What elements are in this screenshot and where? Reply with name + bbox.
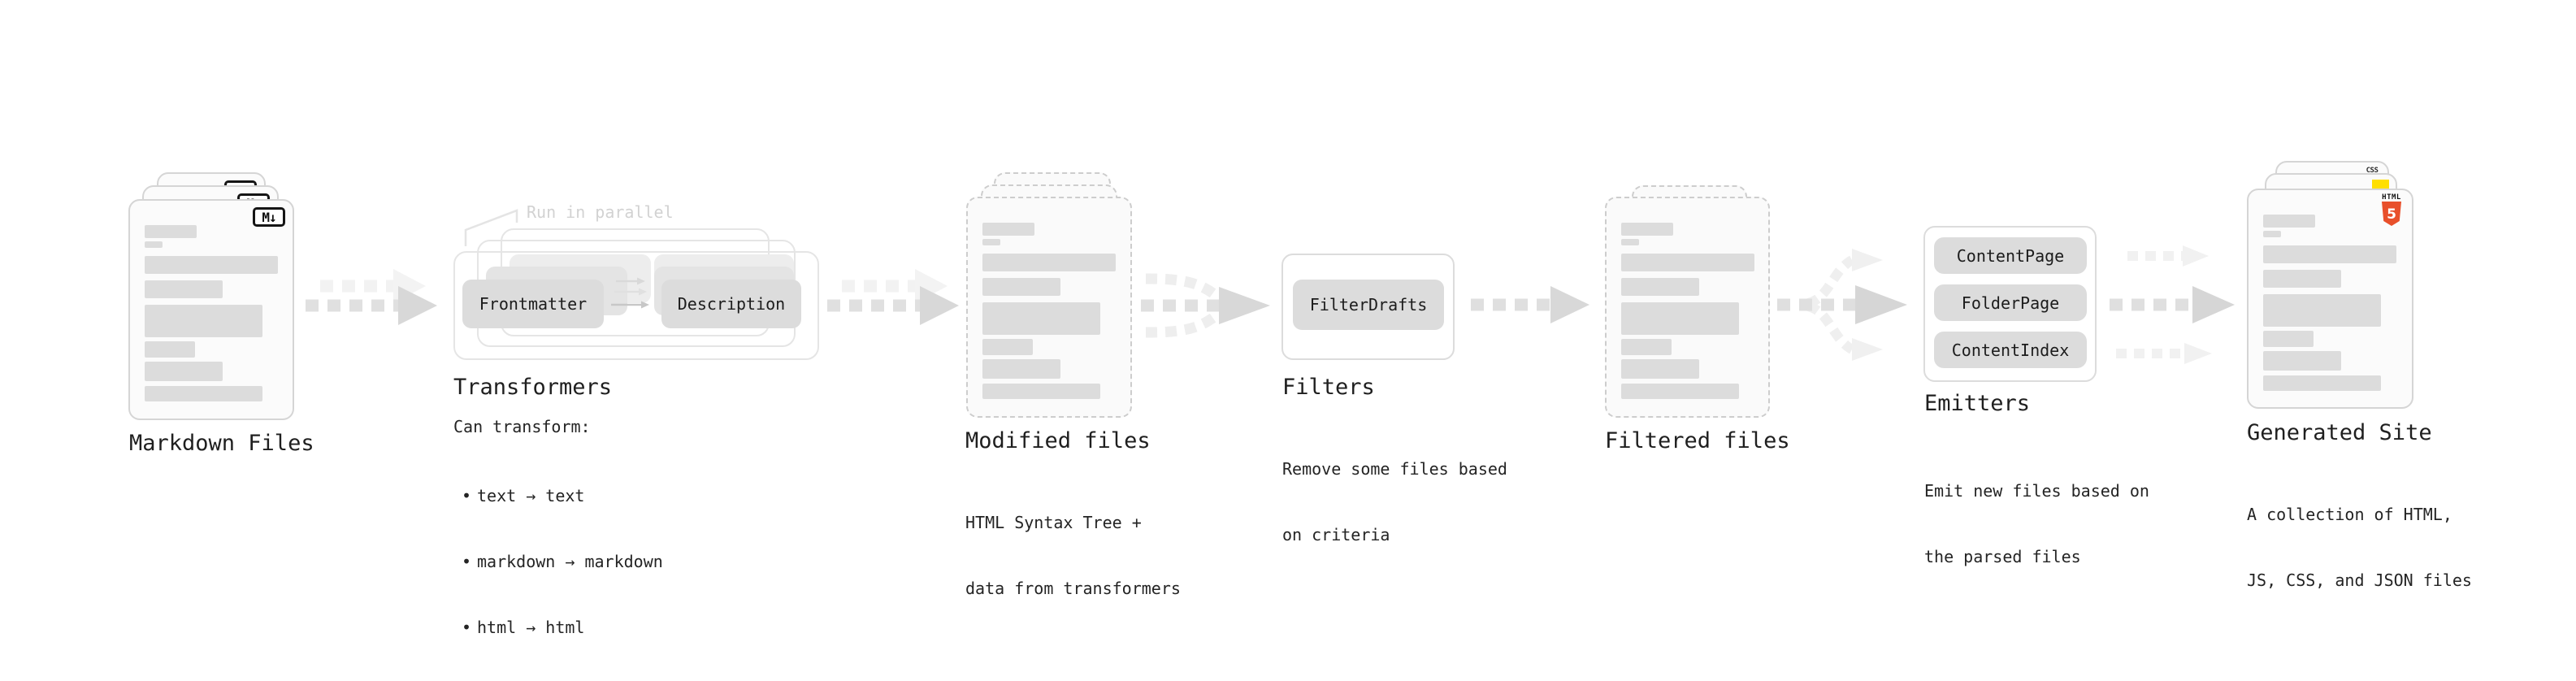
flow-arrow-filtered-to-emitters <box>1777 249 1907 361</box>
filtered-file-card-front <box>1605 197 1770 418</box>
text-line-placeholder <box>145 256 278 274</box>
emitters-title: Emitters <box>1924 391 2031 416</box>
filters-title: Filters <box>1282 375 1375 400</box>
text-line-placeholder <box>2263 351 2341 371</box>
text-line-placeholder <box>982 339 1033 355</box>
annotation-leader-line <box>464 209 518 246</box>
text-line-placeholder <box>2263 294 2381 327</box>
bullet-icon: • <box>462 618 472 637</box>
transformers-subtitle: Can transform: <box>453 417 591 436</box>
bullet-item: •html → html <box>462 618 585 637</box>
javascript-icon <box>2372 180 2389 189</box>
bullet-icon: • <box>462 552 472 571</box>
text-line-placeholder <box>2263 231 2281 237</box>
bullet-item: •markdown → markdown <box>462 552 663 571</box>
text-line-placeholder <box>2263 331 2314 347</box>
parallel-mini-arrows <box>611 277 649 309</box>
emitter-content-page: ContentPage <box>1934 237 2087 274</box>
frontmatter-transformer: Frontmatter <box>462 280 604 328</box>
text-line-placeholder <box>1621 254 1754 271</box>
text-line-placeholder <box>982 384 1100 399</box>
text-line-placeholder <box>1621 384 1739 399</box>
transformers-title: Transformers <box>453 375 613 400</box>
text-line-placeholder <box>145 280 223 298</box>
text-line-placeholder <box>145 341 195 358</box>
filter-drafts: FilterDrafts <box>1293 280 1444 330</box>
text-line-placeholder <box>1621 239 1639 245</box>
flow-arrow-transformers-to-modified <box>827 269 959 325</box>
run-in-parallel-label: Run in parallel <box>527 202 674 222</box>
emitter-content-index: ContentIndex <box>1934 332 2087 368</box>
transformers-bullet-list: •text → text •markdown → markdown •html … <box>462 441 663 681</box>
markdown-file-card-front: M↓ <box>128 199 294 420</box>
text-line-placeholder <box>982 239 1000 245</box>
text-line-placeholder <box>145 225 197 238</box>
modified-files-description: HTML Syntax Tree + data from transformer… <box>965 513 1181 598</box>
text-line-placeholder <box>982 359 1060 379</box>
text-line-placeholder <box>1621 223 1673 236</box>
transformers-frame-front <box>453 251 819 360</box>
text-line-placeholder <box>982 223 1034 236</box>
bullet-icon: • <box>462 486 472 505</box>
generated-file-card-front: HTML 5 <box>2247 189 2413 409</box>
filters-description: Remove some files based on criteria <box>1282 459 1507 544</box>
svg-text:5: 5 <box>2387 206 2396 223</box>
flow-arrow-filters-to-filtered <box>1471 286 1589 323</box>
text-line-placeholder <box>145 241 163 248</box>
text-line-placeholder <box>2263 270 2341 288</box>
description-transformer: Description <box>661 280 801 328</box>
markdown-files-title: Markdown Files <box>129 431 314 456</box>
text-line-placeholder <box>1621 359 1699 379</box>
flow-arrow-markdown-to-transformers <box>306 269 437 325</box>
text-line-placeholder <box>2263 375 2381 391</box>
emitter-folder-page: FolderPage <box>1934 284 2087 321</box>
text-line-placeholder <box>1621 278 1699 296</box>
markdown-icon: M↓ <box>253 207 285 227</box>
modified-file-card-front <box>966 197 1132 418</box>
modified-files-title: Modified files <box>965 428 1151 453</box>
text-line-placeholder <box>1621 339 1672 355</box>
html5-icon: HTML 5 <box>2380 193 2403 226</box>
text-line-placeholder <box>1621 302 1739 335</box>
flow-arrow-emitters-to-generated <box>2110 245 2235 364</box>
bullet-item: •text → text <box>462 486 585 505</box>
text-line-placeholder <box>2263 245 2396 263</box>
text-line-placeholder <box>145 305 262 337</box>
flow-arrow-modified-to-filters <box>1141 273 1270 338</box>
text-line-placeholder <box>145 386 262 401</box>
generated-site-title: Generated Site <box>2247 420 2432 445</box>
text-line-placeholder <box>2263 215 2315 228</box>
text-line-placeholder <box>982 254 1116 271</box>
text-line-placeholder <box>145 362 223 381</box>
filtered-files-title: Filtered files <box>1605 428 1790 453</box>
text-line-placeholder <box>982 278 1060 296</box>
emitters-description: Emit new files based on the parsed files <box>1924 481 2149 566</box>
text-line-placeholder <box>982 302 1100 335</box>
generated-site-description: A collection of HTML, JS, CSS, and JSON … <box>2247 505 2472 590</box>
